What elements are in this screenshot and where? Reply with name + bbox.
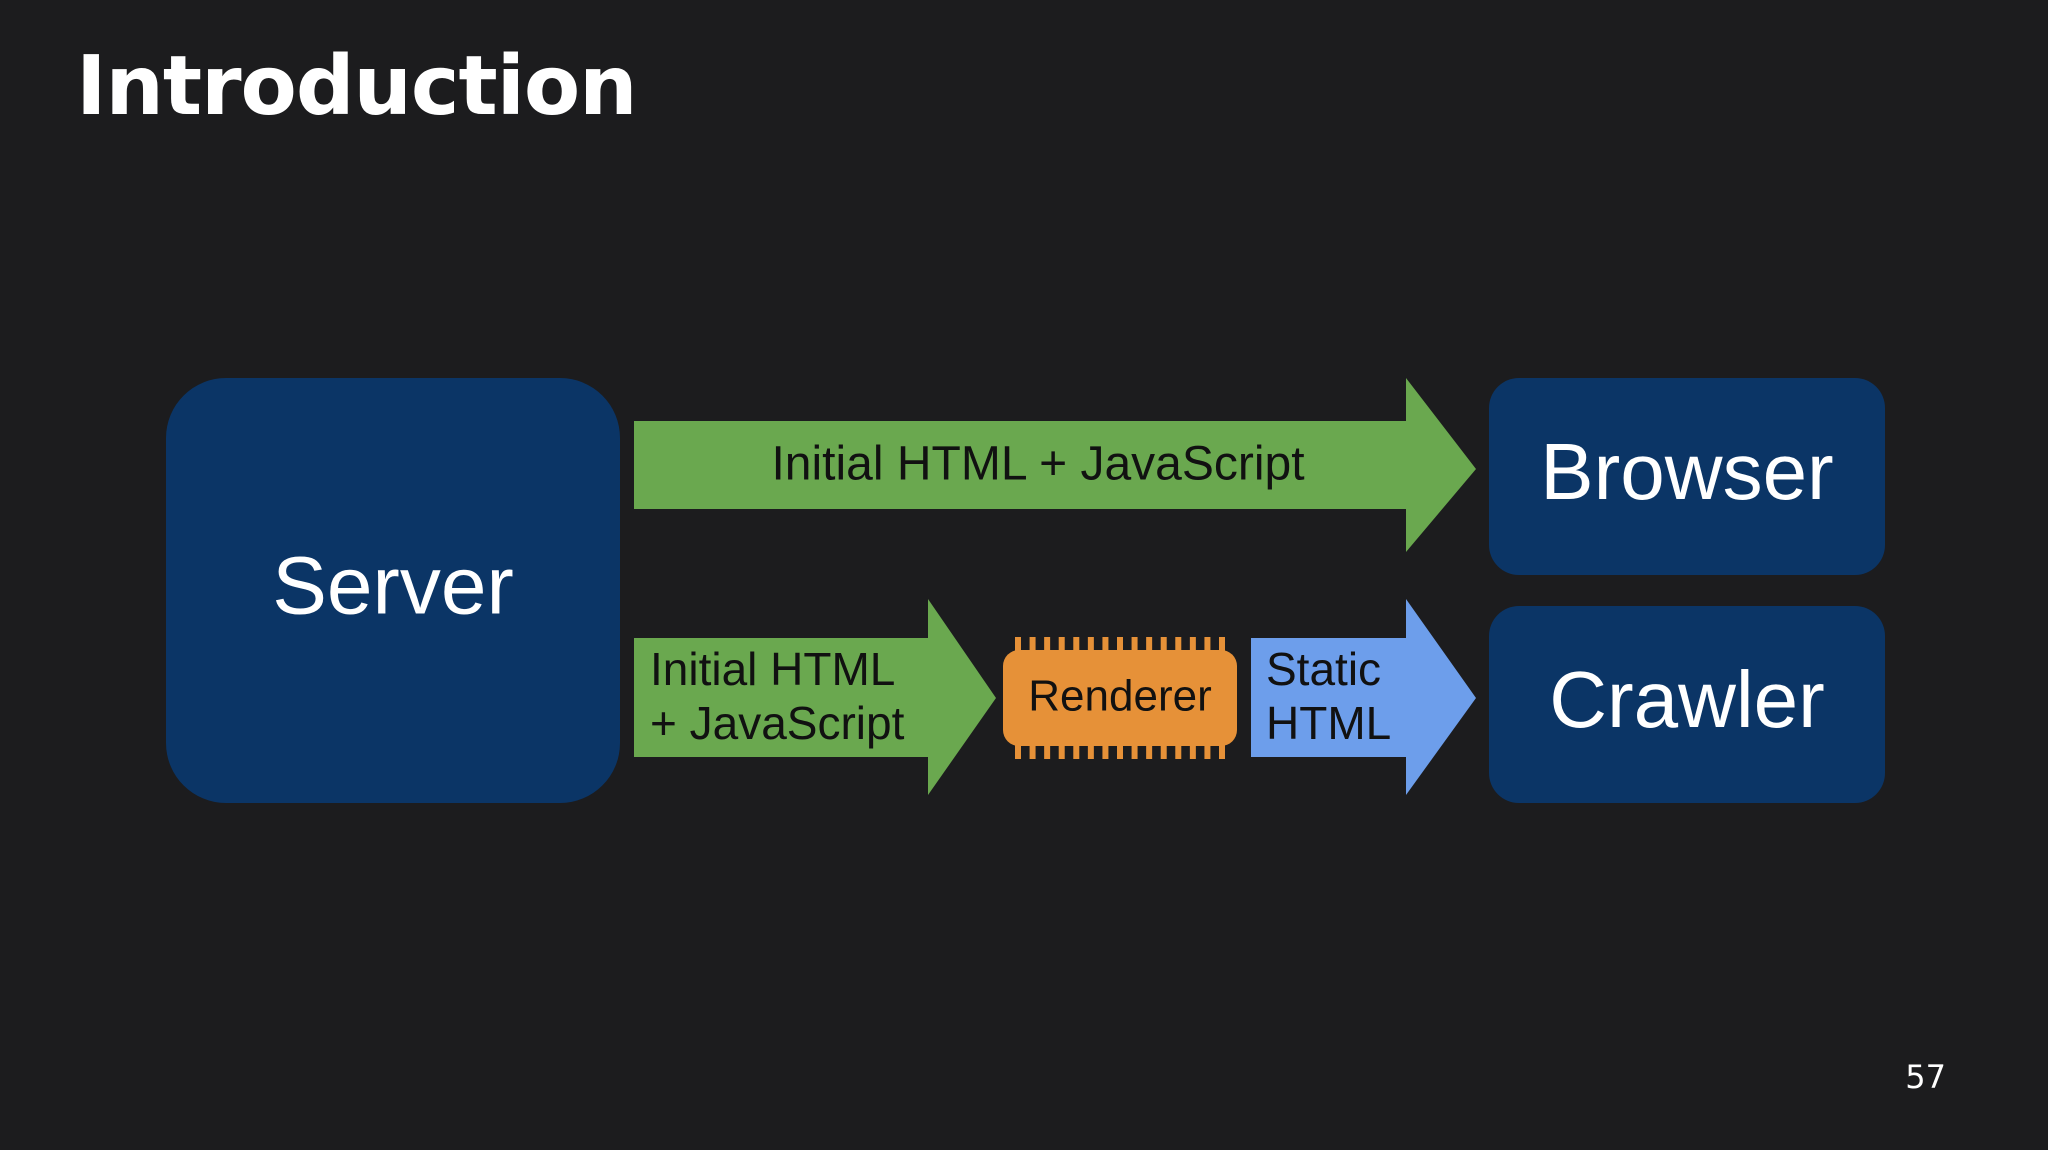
server-label: Server: [272, 541, 514, 632]
chip-pin: [1204, 637, 1211, 653]
chip-pin: [1102, 743, 1109, 759]
static-html-arrow: Static HTML: [1251, 599, 1476, 795]
chip-pin: [1117, 743, 1123, 759]
bottom-arrow-label-line1: Initial HTML: [650, 643, 895, 695]
chip-pin: [1146, 637, 1153, 653]
initial-html-js-arrow-top: Initial HTML + JavaScript: [634, 378, 1476, 552]
chip-pin: [1175, 743, 1182, 759]
chip-pin: [1160, 743, 1167, 759]
chip-pin: [1131, 637, 1138, 653]
bottom-arrow-label-line2: + JavaScript: [650, 697, 905, 749]
chip-pin: [1219, 743, 1225, 759]
chip-pin: [1073, 637, 1080, 653]
browser-node: Browser: [1489, 378, 1885, 575]
chip-pin: [1044, 743, 1051, 759]
slide-title: Introduction: [76, 39, 638, 134]
chip-pin: [1131, 743, 1138, 759]
chip-pin: [1058, 743, 1065, 759]
page-number: 57: [1905, 1058, 1946, 1096]
crawler-node: Crawler: [1489, 606, 1885, 803]
chip-pin: [1189, 637, 1196, 653]
chip-pin: [1219, 637, 1225, 653]
static-arrow-label-line1: Static: [1266, 643, 1381, 695]
browser-label: Browser: [1540, 427, 1833, 516]
renderer-node: Renderer: [1003, 637, 1237, 759]
renderer-label: Renderer: [1028, 672, 1211, 721]
chip-pin: [1087, 743, 1094, 759]
server-node: Server: [166, 378, 620, 803]
chip-pin: [1044, 637, 1051, 653]
chip-pin: [1189, 743, 1196, 759]
chip-pin: [1146, 743, 1153, 759]
chip-pin: [1015, 637, 1021, 653]
top-arrow-label: Initial HTML + JavaScript: [771, 438, 1304, 491]
chip-pin: [1160, 637, 1167, 653]
chip-pin: [1087, 637, 1094, 653]
chip-pin: [1117, 637, 1123, 653]
chip-pin: [1204, 743, 1211, 759]
chip-pin: [1102, 637, 1109, 653]
chip-pin: [1015, 743, 1021, 759]
chip-pin: [1029, 637, 1036, 653]
renderer-pins-bottom: [1015, 743, 1225, 759]
chip-pin: [1058, 637, 1065, 653]
crawler-label: Crawler: [1549, 655, 1825, 744]
static-arrow-label-line2: HTML: [1266, 697, 1391, 749]
chip-pin: [1073, 743, 1080, 759]
renderer-pins-top: [1015, 637, 1225, 653]
chip-pin: [1175, 637, 1182, 653]
chip-pin: [1029, 743, 1036, 759]
initial-html-js-arrow-bottom: Initial HTML + JavaScript: [634, 599, 996, 795]
